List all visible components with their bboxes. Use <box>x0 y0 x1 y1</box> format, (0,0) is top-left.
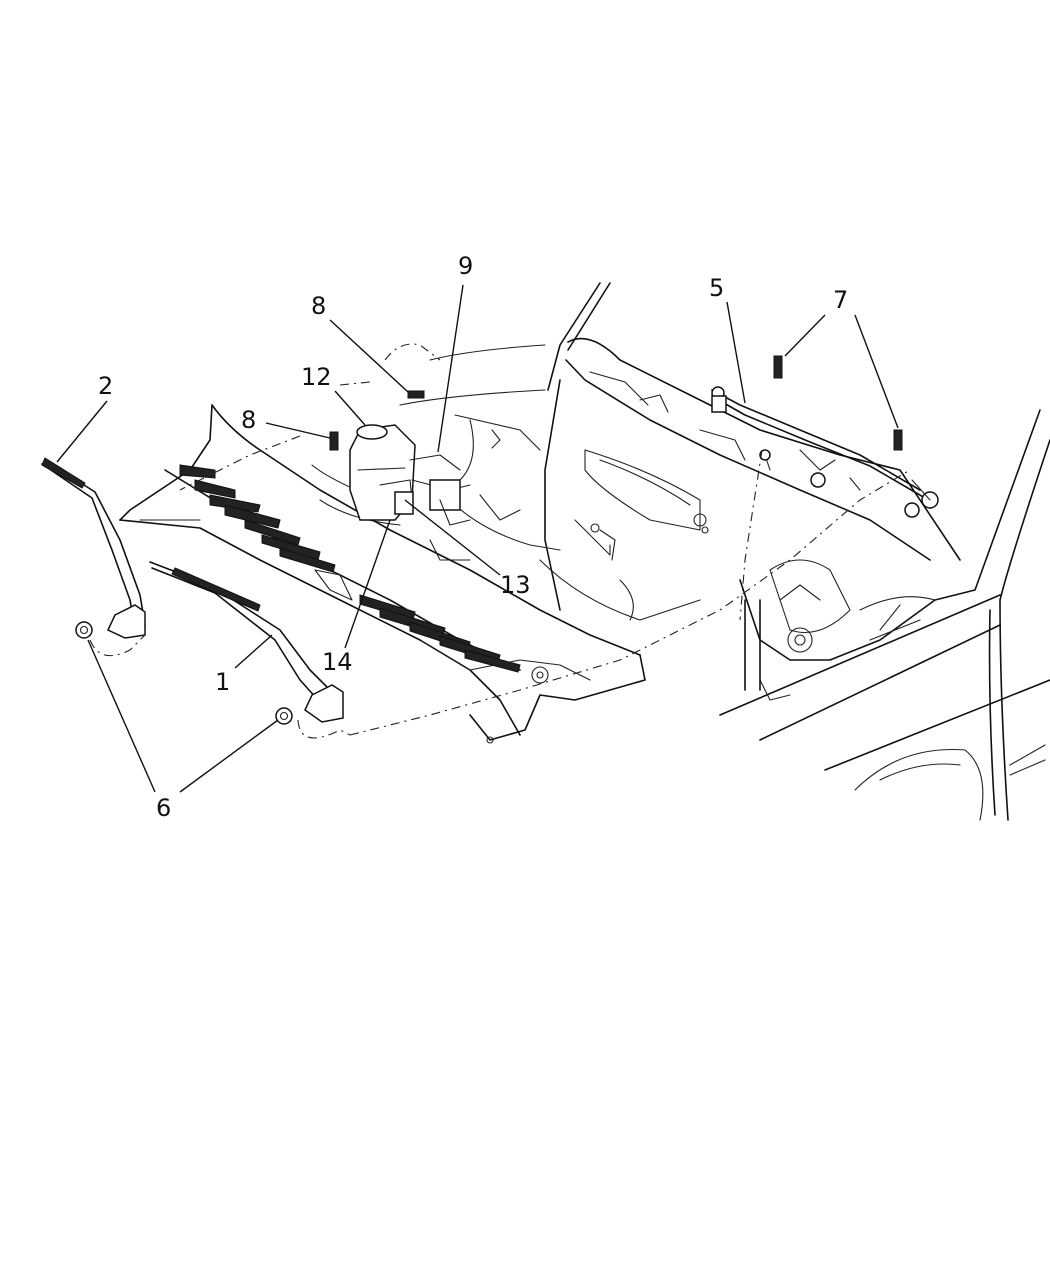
callout-7: 7 <box>833 286 848 314</box>
callout-9: 9 <box>458 252 473 280</box>
wiper-arm-nuts <box>75 621 293 725</box>
callout-6: 6 <box>156 794 171 822</box>
callout-5: 5 <box>709 274 724 302</box>
callout-2: 2 <box>98 372 113 400</box>
callout-12: 12 <box>301 363 332 391</box>
callout-14: 14 <box>322 648 353 676</box>
callout-8-lower: 8 <box>241 406 256 434</box>
callout-13: 13 <box>500 571 531 599</box>
assembly-center-lines <box>179 435 911 736</box>
wiper-arm-1 <box>149 561 351 739</box>
callouts: 1 2 5 6 7 8 8 9 12 13 14 <box>98 252 848 822</box>
wiper-arm-2 <box>41 457 146 657</box>
washer-reservoir <box>349 424 471 526</box>
callout-1: 1 <box>215 668 230 696</box>
vehicle-body-outline <box>311 282 1050 821</box>
leader-lines <box>56 284 899 793</box>
callout-8-upper: 8 <box>311 292 326 320</box>
wiper-linkage-module <box>711 386 939 518</box>
grille-slats <box>179 464 521 673</box>
cowl-grille-panel <box>119 404 646 744</box>
mounting-bolts <box>329 355 903 451</box>
